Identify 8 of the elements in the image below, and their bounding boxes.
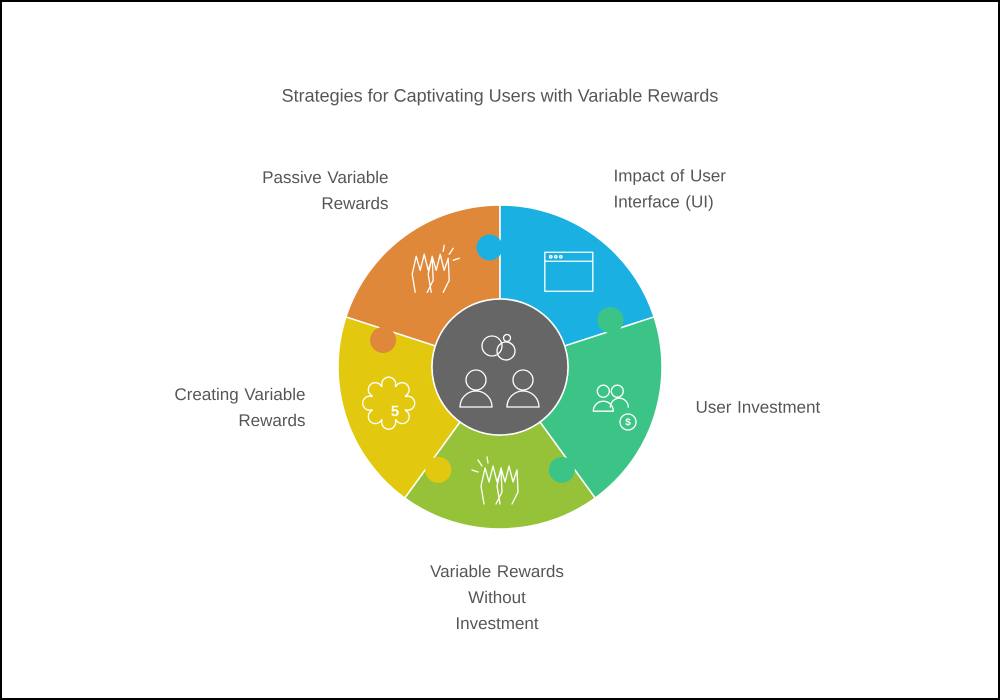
segment-label: Passive Variable Rewards: [264, 170, 388, 210]
segment-label: Impact of User Interface (UI): [615, 169, 726, 211]
badge-number: 5: [391, 406, 399, 416]
segment-label: User Investment: [696, 401, 820, 413]
segment-label: Creating Variable Rewards: [175, 388, 305, 426]
title: Strategies for Captivating Users with Variable Rewards: [282, 88, 718, 106]
center-circle: [431, 298, 569, 436]
segment-label: Variable Rewards Without Investment: [430, 564, 564, 630]
